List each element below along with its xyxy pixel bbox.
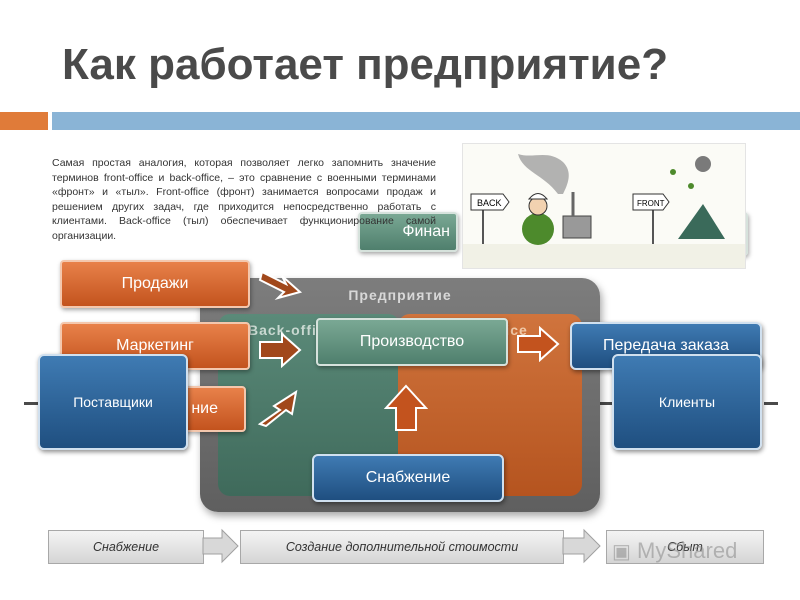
flow-step-supply-label: Снабжение xyxy=(92,540,160,554)
back-front-cartoon: BACK FRONT xyxy=(462,143,746,269)
enterprise-label: Предприятие xyxy=(348,287,452,303)
flow-step-supply: Снабжение xyxy=(48,530,204,564)
sales-button-label: Продажи xyxy=(121,275,189,292)
back-sign-text: BACK xyxy=(477,198,502,208)
back-office-label: Back-office xyxy=(248,322,335,338)
finance-button[interactable]: Финан xyxy=(358,212,458,252)
arrow-production-icon xyxy=(517,326,560,362)
flow-step-value: Создание дополнительной стоимости xyxy=(240,530,564,564)
title-underline-orange xyxy=(0,112,48,130)
production-button[interactable]: Производство xyxy=(316,318,508,366)
flow-step-sales: Сбыт xyxy=(606,530,764,564)
sales-button[interactable]: Продажи xyxy=(60,260,250,308)
dash-right-1 xyxy=(598,402,612,405)
arrow-third-icon xyxy=(257,389,298,428)
marketing-button-label: Маркетинг xyxy=(116,337,194,354)
order-transfer-button-label: Передача заказа xyxy=(603,337,729,354)
arrow-marketing-icon xyxy=(259,332,302,368)
watermark: ▣ MyShared xyxy=(612,538,737,564)
dash-left-1 xyxy=(24,402,38,405)
supply-button[interactable]: Снабжение xyxy=(312,454,504,502)
arrow-sales-icon xyxy=(258,270,303,300)
supply-button-label: Снабжение xyxy=(365,469,451,486)
front-sign-text: FRONT xyxy=(637,199,665,208)
finance-button-label: Финан xyxy=(402,223,450,240)
suppliers-button-label: Поставщики xyxy=(73,394,153,410)
page-title: Как работает предприятие? xyxy=(62,40,669,89)
suppliers-button[interactable]: Поставщики xyxy=(38,354,188,450)
clients-button[interactable]: Клиенты xyxy=(612,354,762,450)
watermark-icon: ▣ xyxy=(612,541,631,563)
intro-paragraph: Самая простая аналогия, которая позволяе… xyxy=(52,157,436,242)
production-button-label: Производство xyxy=(359,333,465,350)
arrow-up-icon xyxy=(384,384,428,431)
flow-step-value-label: Создание дополнительной стоимости xyxy=(285,540,519,554)
flow-step-sales-label: Сбыт xyxy=(667,540,703,554)
dash-right-2 xyxy=(764,402,778,405)
flow-arrow-1-icon xyxy=(202,528,239,564)
clients-button-label: Клиенты xyxy=(658,394,716,410)
flow-arrow-2-icon xyxy=(562,528,601,564)
partial-orange-button-label: ние xyxy=(191,400,218,417)
title-underline-blue xyxy=(52,112,800,130)
watermark-text: MyShared xyxy=(637,538,738,563)
